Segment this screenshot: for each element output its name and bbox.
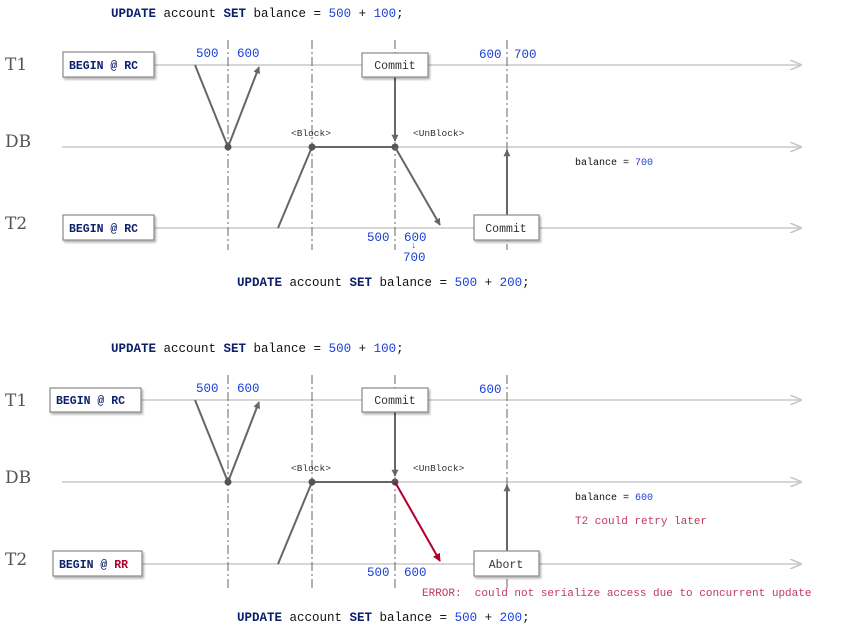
t2-begin-label: BEGIN @ RR xyxy=(59,559,128,572)
unblock-label: <UnBlock> xyxy=(413,463,465,474)
t2-read-value: 500 xyxy=(367,231,390,245)
t1-begin-box xyxy=(49,387,142,413)
lane-label-db: DB xyxy=(5,132,31,152)
retry-note: T2 could retry later xyxy=(575,516,707,528)
t1-write-value: 600 xyxy=(237,382,260,396)
t1-update-statement: UPDATE account SET balance = 500 + 100; xyxy=(111,7,404,21)
lane-label-t1: T1 xyxy=(5,391,27,411)
lane-label-t2: T2 xyxy=(5,214,27,234)
block-point xyxy=(308,478,316,486)
t1-commit-label: Commit xyxy=(374,60,415,73)
block-point xyxy=(308,143,316,151)
t1-read-value: 500 xyxy=(196,47,219,61)
t1-read-line xyxy=(194,399,229,483)
t2-begin-box xyxy=(52,550,143,577)
t1-begin-box xyxy=(62,51,155,78)
lane-label-t2: T2 xyxy=(5,550,27,570)
t1-commit-box xyxy=(361,52,429,78)
t2-reread-value: 600 xyxy=(404,231,427,245)
unblock-label: <UnBlock> xyxy=(413,128,465,139)
t1-read-value: 500 xyxy=(196,382,219,396)
balance-readout: balance = 700 xyxy=(575,157,653,169)
db-point xyxy=(224,478,232,486)
t2-begin-box xyxy=(62,214,155,241)
db-point xyxy=(224,143,232,151)
scenario-repeatable-read: UPDATE account SET balance = 500 + 100; … xyxy=(5,342,811,625)
t1-after-value-b: 700 xyxy=(514,48,537,62)
t1-commit-box xyxy=(361,387,429,413)
lane-label-db: DB xyxy=(5,468,31,488)
t2-error-arrow xyxy=(394,481,441,562)
t2-commit-label: Commit xyxy=(485,223,526,236)
down-arrow-glyph: ↓ xyxy=(411,241,416,251)
block-label: <Block> xyxy=(291,463,331,474)
t1-commit-label: Commit xyxy=(374,395,415,408)
t2-begin-label: BEGIN @ RC xyxy=(69,223,138,236)
t1-write-value: 600 xyxy=(237,47,260,61)
t2-update-statement: UPDATE account SET balance = 500 + 200; xyxy=(237,276,530,290)
t1-write-arrow xyxy=(227,66,260,148)
t2-resume-arrow xyxy=(394,146,441,226)
t2-reread-value: 600 xyxy=(404,566,427,580)
t1-begin-label: BEGIN @ RC xyxy=(69,60,138,73)
t1-begin-label: BEGIN @ RC xyxy=(56,395,125,408)
t2-request-line xyxy=(277,146,313,229)
lane-label-t1: T1 xyxy=(5,55,27,75)
t2-abort-label: Abort xyxy=(489,559,524,572)
t2-abort-box xyxy=(473,550,540,577)
scenario-read-committed: UPDATE account SET balance = 500 + 100; … xyxy=(5,7,801,290)
t2-read-value: 500 xyxy=(367,566,390,580)
t2-update-statement: UPDATE account SET balance = 500 + 200; xyxy=(237,611,530,625)
t2-request-line xyxy=(277,481,313,565)
t2-result-value: 700 xyxy=(403,251,426,265)
t2-commit-box xyxy=(473,214,540,241)
t1-after-value: 600 xyxy=(479,383,502,397)
t1-write-arrow xyxy=(227,401,260,483)
block-label: <Block> xyxy=(291,128,331,139)
balance-readout: balance = 600 xyxy=(575,492,653,504)
serialization-error-message: ERROR: could not serialize access due to… xyxy=(422,588,811,600)
t1-read-line xyxy=(194,64,229,148)
t1-update-statement: UPDATE account SET balance = 500 + 100; xyxy=(111,342,404,356)
t1-after-value-a: 600 xyxy=(479,48,502,62)
